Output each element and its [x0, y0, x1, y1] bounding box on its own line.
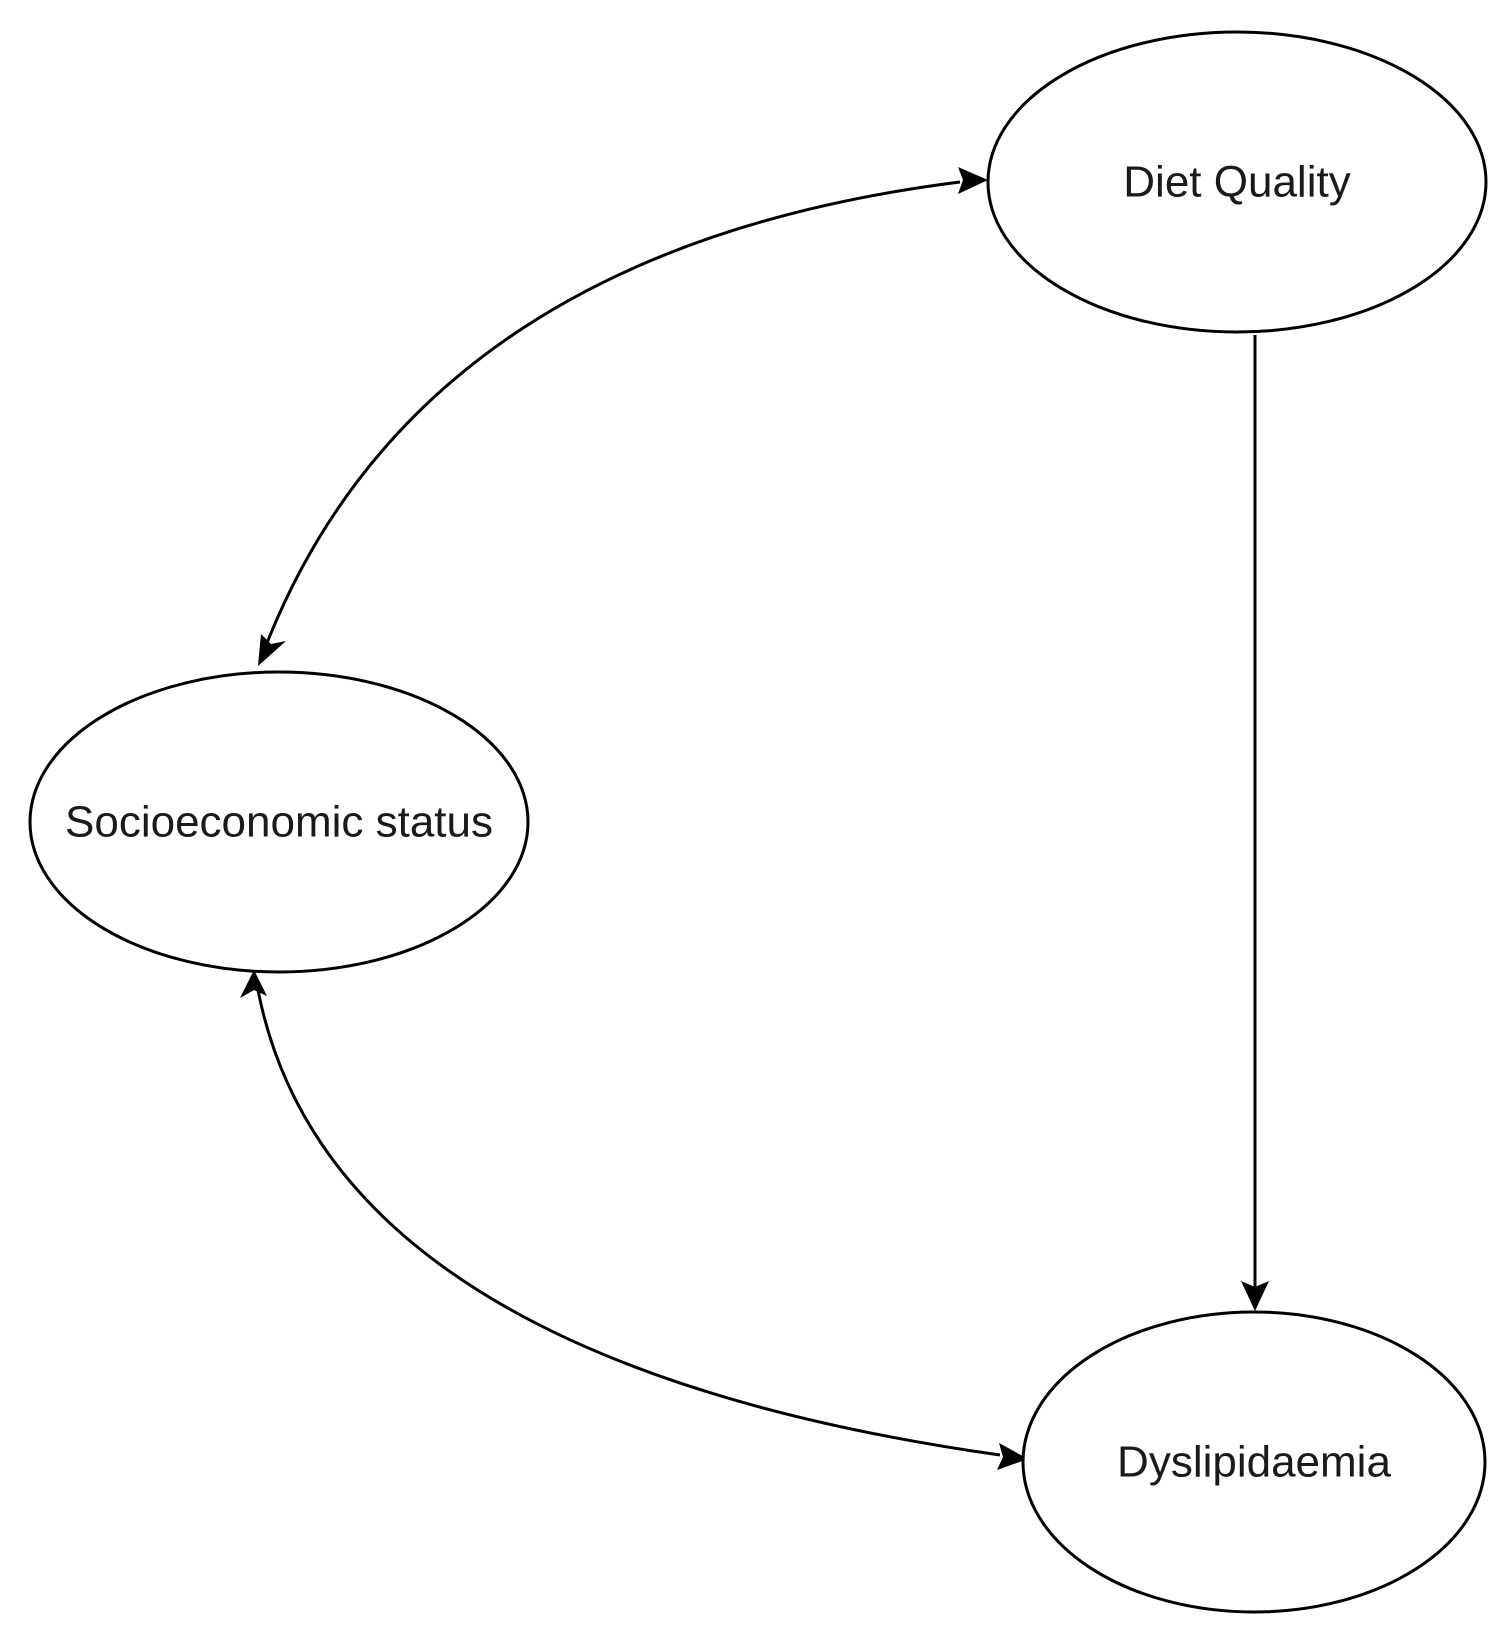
node-socioeconomic-status-shape — [28, 670, 530, 974]
node-socioeconomic-status-label: Socioeconomic status — [65, 798, 493, 847]
edge-line-socioeconomic-diet — [263, 180, 961, 649]
arrowhead-to-dyslipidaemia — [997, 1443, 1028, 1470]
arrowhead-to-socioeconomic-bottom — [240, 970, 267, 998]
node-diet-quality-label: Diet Quality — [1123, 158, 1350, 207]
arrowhead-to-diet-quality — [958, 167, 988, 194]
node-dyslipidaemia-label: Dyslipidaemia — [1117, 1438, 1391, 1487]
node-dyslipidaemia-shape — [1021, 1310, 1487, 1614]
edge-line-socioeconomic-dyslipidaemia — [256, 989, 1001, 1457]
arrowhead-to-dyslipidaemia-top — [1241, 1281, 1269, 1311]
node-diet-quality-shape — [986, 30, 1488, 334]
node-socioeconomic-status: Socioeconomic status — [28, 670, 530, 974]
edge-socioeconomic-dyslipidaemia — [240, 970, 1028, 1470]
node-diet-quality: Diet Quality — [986, 30, 1488, 334]
edge-socioeconomic-diet — [258, 167, 988, 666]
arrowhead-to-socioeconomic-top — [258, 634, 286, 666]
node-dyslipidaemia: Dyslipidaemia — [1021, 1310, 1487, 1614]
edge-diet-dyslipidaemia — [1241, 335, 1269, 1311]
